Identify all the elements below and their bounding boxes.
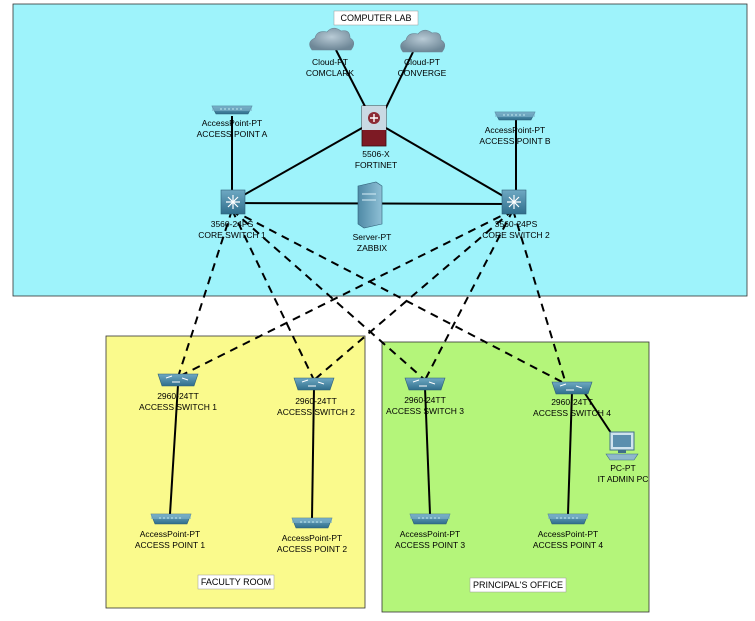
zone-principals-office-label: PRINCIPAL'S OFFICE	[473, 580, 563, 590]
core2-name-label: CORE SWITCH 2	[482, 230, 550, 240]
ap-a-type-label: AccessPoint-PT	[202, 118, 262, 128]
device-server-zabbix[interactable]: Server-PT ZABBIX	[353, 181, 392, 253]
access-point-icon	[291, 517, 333, 529]
as2-type-label: 2960-24TT	[295, 396, 337, 406]
device-access-point-1[interactable]: AccessPoint-PT ACCESS POINT 1	[135, 513, 205, 550]
multilayer-switch-icon	[220, 189, 246, 215]
ap4-type-label: AccessPoint-PT	[538, 529, 598, 539]
core1-type-label: 3560-24PS	[211, 219, 254, 229]
access-point-icon	[409, 513, 451, 525]
zone-computer-lab-label: COMPUTER LAB	[340, 13, 411, 23]
link-as2-ap2[interactable]	[311, 387, 315, 519]
device-core-switch-1[interactable]: 3560-24PS CORE SWITCH 1	[198, 189, 266, 240]
link-as4-ap4[interactable]	[567, 391, 573, 515]
core1-name-label: CORE SWITCH 1	[198, 230, 266, 240]
link-core1-as2[interactable]	[231, 209, 315, 381]
switch-icon	[404, 377, 446, 391]
device-access-point-4[interactable]: AccessPoint-PT ACCESS POINT 4	[533, 513, 603, 550]
zone-faculty-room-label-box	[197, 574, 275, 590]
ap-b-name-label: ACCESS POINT B	[479, 136, 550, 146]
firewall-type-label: 5506-X	[362, 149, 390, 159]
link-core2-as1[interactable]	[177, 209, 514, 378]
link-as3-ap3[interactable]	[424, 387, 431, 515]
ap-b-type-label: AccessPoint-PT	[485, 125, 545, 135]
device-access-switch-1[interactable]: 2960-24TT ACCESS SWITCH 1	[139, 373, 217, 412]
link-core2-as4[interactable]	[512, 209, 567, 385]
server-name-label: ZABBIX	[357, 243, 388, 253]
switch-icon	[293, 377, 335, 391]
ap1-type-label: AccessPoint-PT	[140, 529, 200, 539]
zone-computer-lab-label-box	[333, 10, 419, 26]
firewall-name-label: FORTINET	[355, 160, 397, 170]
ap1-name-label: ACCESS POINT 1	[135, 540, 205, 550]
cloud1-name-label: COMCLARK	[306, 68, 355, 78]
link-core1-as3[interactable]	[231, 209, 426, 381]
ap2-name-label: ACCESS POINT 2	[277, 544, 347, 554]
as4-type-label: 2960-24TT	[551, 397, 593, 407]
firewall-icon	[361, 105, 387, 147]
cloud-icon	[400, 29, 446, 53]
zone-faculty-room-area	[105, 335, 366, 609]
device-it-admin-pc[interactable]: PC-PT IT ADMIN PC	[598, 431, 649, 484]
link-core1-as1[interactable]	[177, 209, 233, 378]
link-firewall-core1[interactable]	[234, 127, 363, 201]
as1-type-label: 2960-24TT	[157, 391, 199, 401]
cloud-icon	[309, 27, 355, 51]
link-core2-as2[interactable]	[313, 209, 514, 381]
cloud2-name-label: CONVERGE	[398, 68, 447, 78]
as1-name-label: ACCESS SWITCH 1	[139, 402, 217, 412]
pc-type-label: PC-PT	[610, 463, 636, 473]
access-point-icon	[547, 513, 589, 525]
device-cloud-converge[interactable]: Cloud-PT CONVERGE	[398, 29, 447, 78]
core2-type-label: 3560-24PS	[495, 219, 538, 229]
as3-name-label: ACCESS SWITCH 3	[386, 406, 464, 416]
ap3-type-label: AccessPoint-PT	[400, 529, 460, 539]
switch-icon	[157, 373, 199, 387]
as2-name-label: ACCESS SWITCH 2	[277, 407, 355, 417]
access-point-icon	[494, 111, 536, 121]
ap4-name-label: ACCESS POINT 4	[533, 540, 603, 550]
access-point-icon	[211, 105, 253, 115]
as3-type-label: 2960-24TT	[404, 395, 446, 405]
access-point-icon	[150, 513, 192, 525]
ap2-type-label: AccessPoint-PT	[282, 533, 342, 543]
device-access-switch-3[interactable]: 2960-24TT ACCESS SWITCH 3	[386, 377, 464, 416]
link-firewall-core2[interactable]	[385, 127, 511, 201]
ap3-name-label: ACCESS POINT 3	[395, 540, 465, 550]
link-core2-as3[interactable]	[424, 209, 514, 381]
pc-icon	[605, 431, 639, 461]
multilayer-switch-icon	[501, 189, 527, 215]
zone-faculty-room-label: FACULTY ROOM	[201, 577, 271, 587]
zone-computer-lab-area	[12, 3, 748, 297]
device-access-point-2[interactable]: AccessPoint-PT ACCESS POINT 2	[277, 517, 347, 554]
link-as1-ap1[interactable]	[169, 384, 179, 515]
switch-icon	[551, 381, 593, 395]
as4-name-label: ACCESS SWITCH 4	[533, 408, 611, 418]
device-cloud-comclark[interactable]: Cloud-PT COMCLARK	[306, 27, 355, 78]
zone-faculty-room: FACULTY ROOM	[105, 335, 366, 609]
zone-principals-office-label-box	[469, 577, 567, 593]
cloud1-type-label: Cloud-PT	[312, 57, 348, 67]
server-type-label: Server-PT	[353, 232, 392, 242]
device-access-point-a[interactable]: AccessPoint-PT ACCESS POINT A	[197, 105, 268, 139]
cloud2-type-label: Cloud-PT	[404, 57, 440, 67]
device-core-switch-2[interactable]: 3560-24PS CORE SWITCH 2	[482, 189, 550, 240]
ap-a-name-label: ACCESS POINT A	[197, 129, 268, 139]
server-icon	[357, 181, 383, 229]
pc-name-label: IT ADMIN PC	[598, 474, 649, 484]
link-core1-as4[interactable]	[231, 209, 567, 385]
zone-computer-lab: COMPUTER LAB	[12, 3, 748, 297]
device-access-switch-2[interactable]: 2960-24TT ACCESS SWITCH 2	[277, 377, 355, 417]
device-access-switch-4[interactable]: 2960-24TT ACCESS SWITCH 4	[533, 381, 611, 418]
device-access-point-b[interactable]: AccessPoint-PT ACCESS POINT B	[479, 111, 551, 146]
device-access-point-3[interactable]: AccessPoint-PT ACCESS POINT 3	[395, 513, 465, 550]
device-firewall-fortinet[interactable]: 5506-X FORTINET	[355, 105, 397, 170]
